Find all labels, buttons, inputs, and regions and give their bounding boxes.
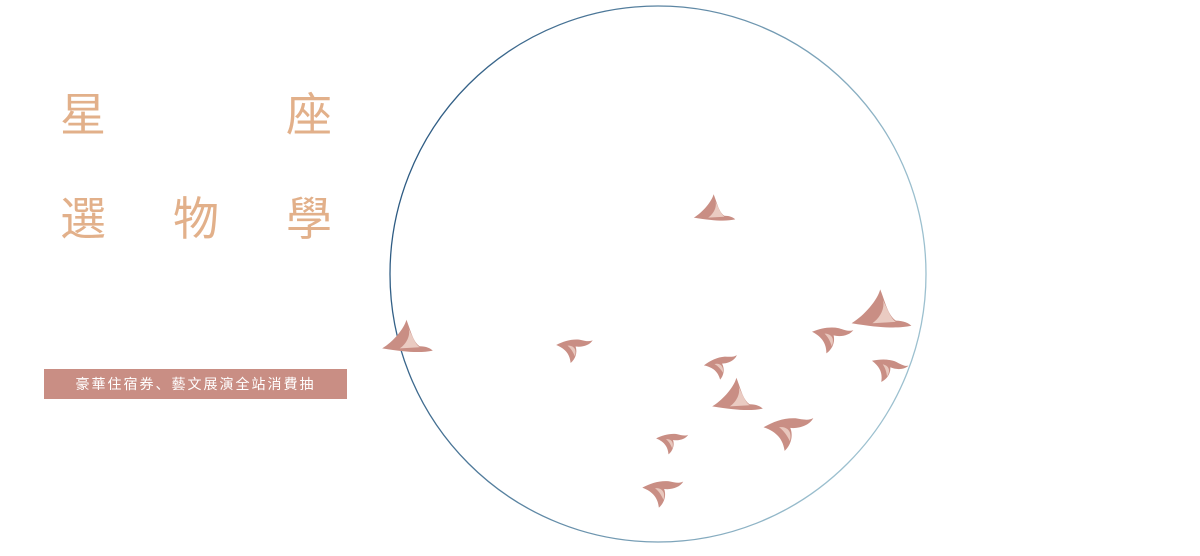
title-char: 物 <box>173 192 219 246</box>
flying-bird-icon <box>655 432 690 456</box>
flying-bird-icon <box>693 194 736 221</box>
moon-circle-outline <box>389 5 927 543</box>
title-char: 星 <box>60 88 106 142</box>
title-char: 座 <box>286 88 332 142</box>
promo-banner[interactable]: 豪華住宿券、藝文展演全站消費抽 <box>44 369 347 399</box>
flying-bird-icon <box>762 414 818 454</box>
promo-banner-text: 豪華住宿券、藝文展演全站消費抽 <box>75 377 316 393</box>
title-char: 學 <box>286 192 332 246</box>
flying-bird-icon <box>702 352 742 383</box>
flying-bird-icon <box>555 337 595 365</box>
flying-bird-icon <box>382 319 433 353</box>
title-line-2: 選 物 學 <box>60 196 332 242</box>
flying-bird-icon <box>641 479 686 510</box>
flying-bird-icon <box>712 377 763 411</box>
flying-bird-icon <box>812 327 854 354</box>
flying-bird-icon <box>851 289 912 328</box>
title-line-1: 星 座 <box>60 92 332 138</box>
title-char: 選 <box>60 192 106 246</box>
